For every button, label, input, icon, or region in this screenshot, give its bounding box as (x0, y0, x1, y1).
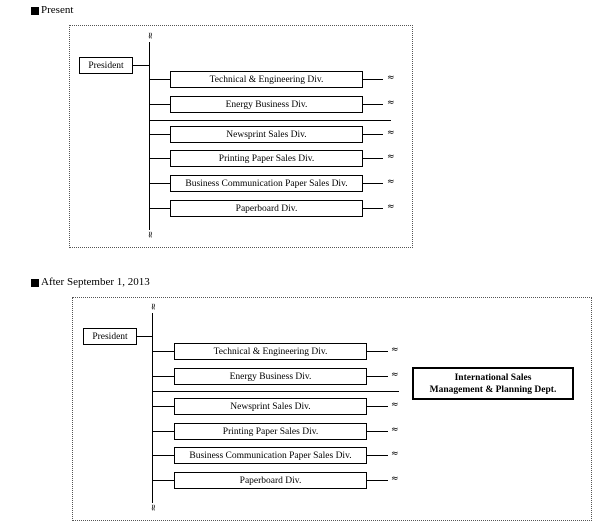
division-connector (149, 183, 170, 184)
section-heading-after-label: After September 1, 2013 (41, 276, 150, 288)
division-tail (367, 480, 388, 481)
division-connector (149, 208, 170, 209)
division-tail (363, 158, 383, 159)
division-box-paperboard: Paperboard Div. (170, 200, 363, 217)
break-mark-icon: ≈ (387, 152, 395, 162)
break-mark-icon: ≈ (391, 425, 399, 435)
division-connector (149, 158, 170, 159)
break-mark-icon: ≈ (387, 73, 395, 83)
spine-line (152, 313, 153, 503)
break-mark-icon: ≈ (147, 302, 158, 311)
division-tail (363, 208, 383, 209)
division-connector (152, 376, 174, 377)
section-heading-after: After September 1, 2013 (31, 276, 150, 289)
division-tail (367, 431, 388, 432)
division-tail (367, 455, 388, 456)
division-box-printing-paper-sales: Printing Paper Sales Div. (174, 423, 367, 440)
division-tail (363, 183, 383, 184)
president-connector (137, 336, 152, 337)
division-box-paperboard: Paperboard Div. (174, 472, 367, 489)
spine-line (149, 42, 150, 230)
break-mark-icon: ≈ (391, 449, 399, 459)
division-connector (149, 79, 170, 80)
president-connector (133, 65, 149, 66)
division-tail (367, 376, 388, 377)
division-tail (367, 406, 388, 407)
heading-square-icon (31, 6, 39, 15)
division-connector (152, 406, 174, 407)
break-mark-icon: ≈ (387, 177, 395, 187)
division-box-energy-business: Energy Business Div. (170, 96, 363, 113)
break-mark-icon: ≈ (391, 474, 399, 484)
org-chart-present-frame (69, 25, 413, 248)
division-connector (152, 431, 174, 432)
new-department-box: International Sales Management & Plannin… (412, 367, 574, 400)
break-mark-icon: ≈ (147, 503, 158, 512)
president-box: President (83, 328, 137, 345)
break-mark-icon: ≈ (387, 202, 395, 212)
break-mark-icon: ≈ (387, 128, 395, 138)
division-connector (149, 104, 170, 105)
new-department-line2: Management & Planning Dept. (429, 384, 557, 395)
division-connector (152, 480, 174, 481)
org-chart-after-frame (72, 297, 592, 521)
division-tail (367, 351, 388, 352)
division-box-technical-engineering: Technical & Engineering Div. (174, 343, 367, 360)
break-mark-icon: ≈ (391, 345, 399, 355)
division-connector (149, 134, 170, 135)
break-mark-icon: ≈ (144, 31, 155, 40)
division-box-business-communication-paper-sales: Business Communication Paper Sales Div. (170, 175, 363, 192)
division-box-newsprint-sales: Newsprint Sales Div. (170, 126, 363, 143)
division-tail (363, 79, 383, 80)
division-connector (152, 351, 174, 352)
section-heading-present-label: Present (41, 4, 74, 16)
break-mark-icon: ≈ (391, 370, 399, 380)
division-box-printing-paper-sales: Printing Paper Sales Div. (170, 150, 363, 167)
section-heading-present: Present (31, 4, 73, 17)
division-box-technical-engineering: Technical & Engineering Div. (170, 71, 363, 88)
separator-line (152, 391, 399, 392)
division-box-newsprint-sales: Newsprint Sales Div. (174, 398, 367, 415)
break-mark-icon: ≈ (387, 98, 395, 108)
division-tail (363, 134, 383, 135)
new-department-line1: International Sales (454, 372, 532, 383)
break-mark-icon: ≈ (391, 400, 399, 410)
division-connector (152, 455, 174, 456)
division-tail (363, 104, 383, 105)
break-mark-icon: ≈ (144, 230, 155, 239)
president-box: President (79, 57, 133, 74)
separator-line (149, 120, 391, 121)
division-box-energy-business: Energy Business Div. (174, 368, 367, 385)
heading-square-icon (31, 278, 39, 287)
division-box-business-communication-paper-sales: Business Communication Paper Sales Div. (174, 447, 367, 464)
